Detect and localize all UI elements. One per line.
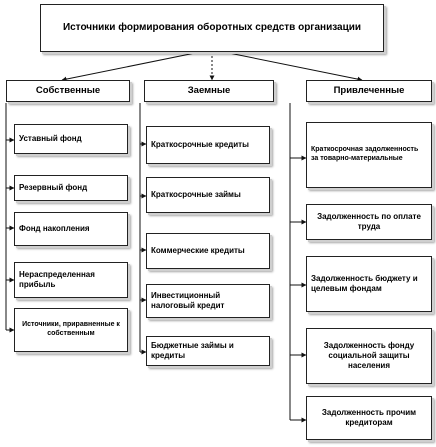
connector-title-to-right: [223, 51, 363, 82]
borrowed-item-5: Бюджетные займы и кредиты: [146, 336, 270, 366]
own-item-1: Уставный фонд: [14, 124, 128, 154]
own-item-4: Нераспределенная прибыль: [14, 262, 128, 298]
column-header-own-label: Собственные: [35, 85, 101, 97]
own-item-5: Источники, приравненные к собственным: [14, 308, 128, 352]
attracted-item-3: Задолженность бюджету и целевым фондам: [306, 256, 432, 312]
attracted-item-5: Задолженность прочим кредиторам: [306, 396, 432, 440]
attracted-item-4: Задолженность фонду социальной защиты на…: [306, 328, 432, 384]
borrowed-item-2: Краткосрочные займы: [146, 177, 270, 213]
column-header-own: Собственные: [6, 80, 130, 102]
borrowed-item-4: Инвестиционный налоговый кредит: [146, 284, 270, 318]
borrowed-item-1: Краткосрочные кредиты: [146, 126, 270, 164]
column-header-borrowed-label: Заемные: [187, 85, 231, 97]
own-item-3: Фонд накопления: [14, 212, 128, 246]
column-header-attracted-label: Привлеченные: [333, 85, 405, 97]
attracted-item-2: Задолженность по оплате труда: [306, 204, 432, 240]
diagram-title-box: Источники формирования оборотных средств…: [40, 4, 384, 52]
borrowed-item-3: Коммерческие кредиты: [146, 233, 270, 269]
column-header-borrowed: Заемные: [144, 80, 274, 102]
own-item-2: Резервный фонд: [14, 175, 128, 201]
connector-title-to-left: [61, 51, 201, 82]
diagram-title: Источники формирования оборотных средств…: [62, 22, 362, 34]
attracted-item-1: Краткосрочная задолженность за товарно-м…: [306, 122, 432, 188]
column-header-attracted: Привлеченные: [306, 80, 432, 102]
